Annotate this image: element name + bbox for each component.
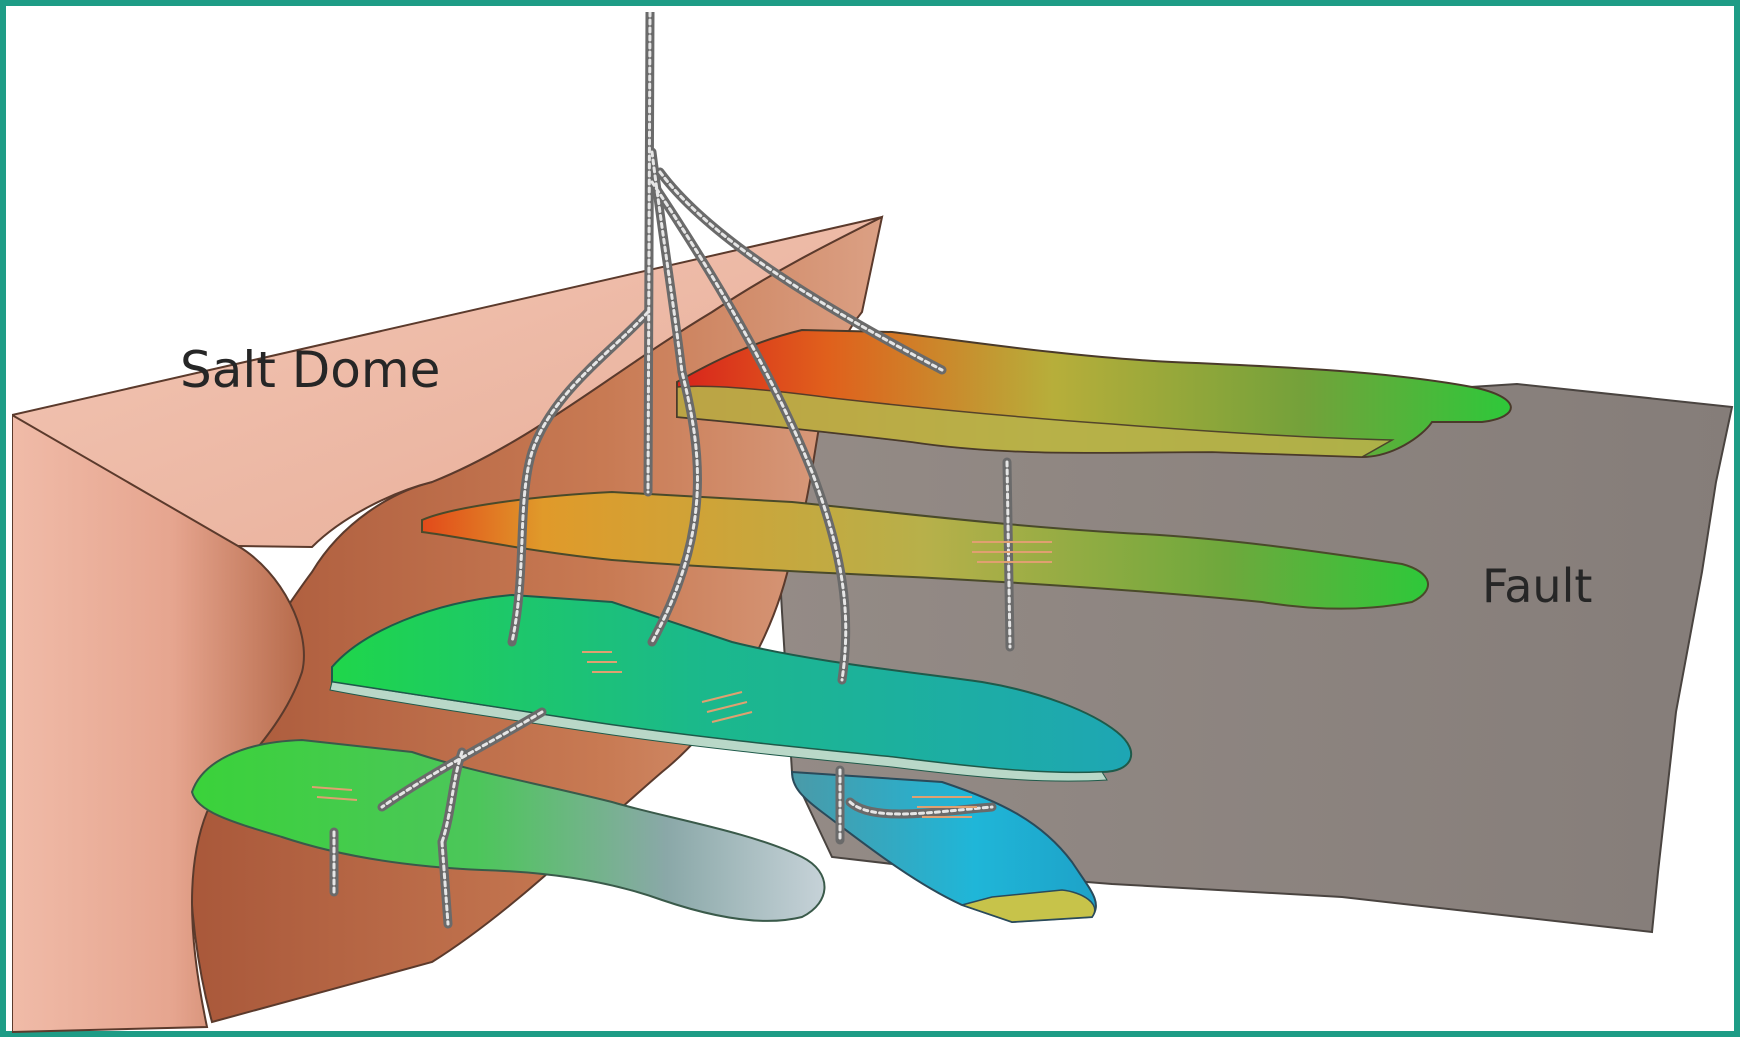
fault-label: Fault bbox=[1482, 559, 1592, 613]
salt-dome-label: Salt Dome bbox=[180, 341, 440, 399]
reservoir-diagram: Salt Dome Fault bbox=[12, 12, 1740, 1037]
